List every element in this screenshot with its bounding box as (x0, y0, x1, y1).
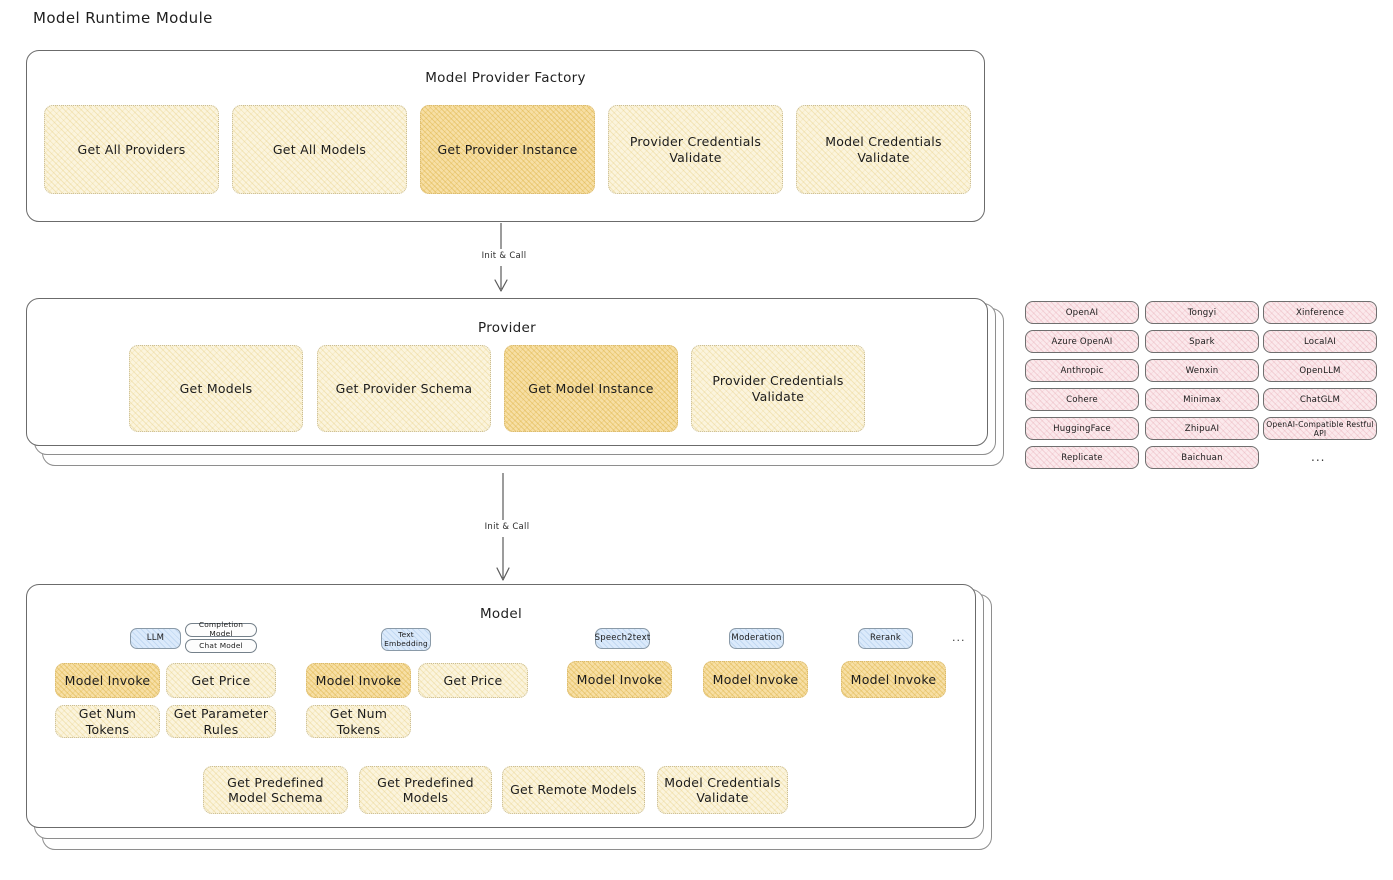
factory-item-get-all-models[interactable]: Get All Models (232, 105, 407, 194)
provider-chip-tongyi[interactable]: Tongyi (1145, 301, 1259, 324)
model-bottom-model-credentials-validate[interactable]: Model Credentials Validate (657, 766, 788, 814)
provider-chip-baichuan[interactable]: Baichuan (1145, 446, 1259, 469)
model-title: Model (479, 606, 523, 622)
provider-chip-localai[interactable]: LocalAI (1263, 330, 1377, 353)
provider-chip-wenxin[interactable]: Wenxin (1145, 359, 1259, 382)
provider-item-get-models[interactable]: Get Models (129, 345, 303, 432)
page-title: Model Runtime Module (33, 9, 213, 27)
arrow-label-init-call-top: Init & Call (466, 251, 542, 261)
model-bottom-get-predefined-model-schema[interactable]: Get Predefined Model Schema (203, 766, 348, 814)
arrow-label-init-call-bottom: Init & Call (469, 522, 545, 532)
model-bottom-get-remote-models[interactable]: Get Remote Models (502, 766, 645, 814)
model-llm-model-invoke[interactable]: Model Invoke (55, 663, 160, 698)
model-moderation-model-invoke[interactable]: Model Invoke (703, 661, 808, 698)
model-provider-factory-title: Model Provider Factory (425, 70, 586, 86)
provider-item-get-model-instance[interactable]: Get Model Instance (504, 345, 678, 432)
model-badge-text-embedding[interactable]: Text Embedding (381, 628, 431, 651)
model-rerank-model-invoke[interactable]: Model Invoke (841, 661, 946, 698)
model-badge-rerank[interactable]: Rerank (858, 628, 913, 649)
model-card: Model (26, 584, 976, 828)
provider-title: Provider (478, 320, 536, 336)
arrow-head-top (494, 279, 508, 292)
provider-chip-minimax[interactable]: Minimax (1145, 388, 1259, 411)
provider-chip-openai-compatible-restful-api[interactable]: OpenAI-Compatible Restful API (1263, 417, 1377, 440)
model-subbadge-completion-model[interactable]: Completion Model (185, 621, 257, 638)
model-text-embedding-get-price[interactable]: Get Price (418, 663, 528, 698)
arrow-head-bottom (496, 567, 510, 581)
provider-item-get-provider-schema[interactable]: Get Provider Schema (317, 345, 491, 432)
provider-chip-huggingface[interactable]: HuggingFace (1025, 417, 1139, 440)
model-llm-get-num-tokens[interactable]: Get Num Tokens (55, 705, 160, 738)
model-badge-moderation[interactable]: Moderation (729, 628, 784, 649)
model-text-embedding-model-invoke[interactable]: Model Invoke (306, 663, 411, 698)
provider-chip-openai[interactable]: OpenAI (1025, 301, 1139, 324)
provider-chip-chatglm[interactable]: ChatGLM (1263, 388, 1377, 411)
provider-item-provider-credentials-validate[interactable]: Provider Credentials Validate (691, 345, 865, 432)
model-speech2text-model-invoke[interactable]: Model Invoke (567, 661, 672, 698)
provider-chip-anthropic[interactable]: Anthropic (1025, 359, 1139, 382)
model-llm-get-price[interactable]: Get Price (166, 663, 276, 698)
model-badge-llm[interactable]: LLM (130, 628, 181, 649)
model-bottom-get-predefined-models[interactable]: Get Predefined Models (359, 766, 492, 814)
model-subbadge-chat-model[interactable]: Chat Model (185, 639, 257, 653)
provider-chip-cohere[interactable]: Cohere (1025, 388, 1139, 411)
model-badge-speech2text[interactable]: Speech2text (595, 628, 650, 649)
provider-chip-zhipuai[interactable]: ZhipuAI (1145, 417, 1259, 440)
provider-chip-openllm[interactable]: OpenLLM (1263, 359, 1377, 382)
provider-chip-xinference[interactable]: Xinference (1263, 301, 1377, 324)
factory-item-provider-credentials-validate[interactable]: Provider Credentials Validate (608, 105, 783, 194)
provider-list-more: ... (1311, 450, 1326, 464)
model-text-embedding-get-num-tokens[interactable]: Get Num Tokens (306, 705, 411, 738)
model-llm-get-parameter-rules[interactable]: Get Parameter Rules (166, 705, 276, 738)
factory-item-get-provider-instance[interactable]: Get Provider Instance (420, 105, 595, 194)
provider-chip-spark[interactable]: Spark (1145, 330, 1259, 353)
factory-item-model-credentials-validate[interactable]: Model Credentials Validate (796, 105, 971, 194)
provider-chip-azure-openai[interactable]: Azure OpenAI (1025, 330, 1139, 353)
factory-item-get-all-providers[interactable]: Get All Providers (44, 105, 219, 194)
model-groups-more: ... (952, 631, 966, 644)
provider-chip-replicate[interactable]: Replicate (1025, 446, 1139, 469)
